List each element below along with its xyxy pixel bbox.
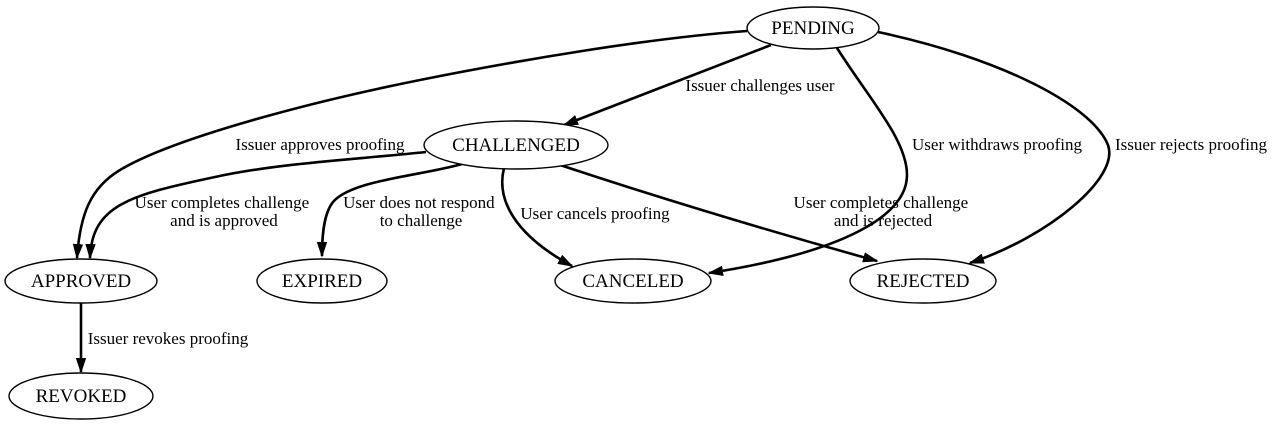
node-canceled-ellipse xyxy=(554,258,712,304)
node-canceled: CANCELED xyxy=(554,258,712,304)
edge-challenged-canceled xyxy=(501,167,574,268)
edge-challenged-approved xyxy=(85,150,427,260)
node-pending: PENDING xyxy=(746,6,880,50)
edge-label-challenged-canceled: User cancels proofing xyxy=(520,204,670,223)
edge-label-challenged-expired: User does not respond to challenge xyxy=(343,193,499,230)
node-challenged: CHALLENGED xyxy=(423,120,609,170)
edge-label-pending-approved: Issuer approves proofing xyxy=(235,135,405,154)
node-group: PENDING CHALLENGED APPROVED EXPIRED CANC… xyxy=(4,6,997,420)
edge-label-line: User completes challenge xyxy=(135,193,310,212)
node-rejected-label: REJECTED xyxy=(877,271,970,292)
node-rejected: REJECTED xyxy=(849,258,997,304)
edge-label-line: and is rejected xyxy=(834,211,933,230)
node-expired-ellipse xyxy=(256,258,388,304)
node-pending-ellipse xyxy=(746,6,880,50)
edge-label-group: Issuer challenges user Issuer approves p… xyxy=(88,76,1268,348)
edge-label-line: and is approved xyxy=(170,211,278,230)
node-expired: EXPIRED xyxy=(256,258,388,304)
edge-pending-rejected xyxy=(877,30,1111,265)
node-challenged-ellipse xyxy=(423,120,609,170)
node-approved: APPROVED xyxy=(4,258,158,304)
edge-label-line: User does not respond xyxy=(343,193,495,212)
edge-pending-challenged xyxy=(562,43,772,127)
edge-group xyxy=(72,29,1111,374)
edge-label-pending-rejected: Issuer rejects proofing xyxy=(1115,135,1268,154)
edge-label-line: to challenge xyxy=(380,211,463,230)
node-rejected-ellipse xyxy=(849,258,997,304)
edge-challenged-expired xyxy=(316,162,463,258)
edge-pending-approved xyxy=(72,29,748,260)
edge-pending-canceled xyxy=(707,47,909,276)
node-revoked-ellipse xyxy=(8,372,154,420)
edge-label-pending-canceled: User withdraws proofing xyxy=(912,135,1082,154)
edge-label-challenged-approved: User completes challenge and is approved xyxy=(135,193,314,230)
node-approved-label: APPROVED xyxy=(31,271,131,292)
edge-label-line: User completes challenge xyxy=(794,193,969,212)
node-revoked: REVOKED xyxy=(8,372,154,420)
node-challenged-label: CHALLENGED xyxy=(452,135,580,156)
node-expired-label: EXPIRED xyxy=(282,271,362,292)
node-canceled-label: CANCELED xyxy=(582,271,683,292)
node-revoked-label: REVOKED xyxy=(36,386,127,407)
edge-label-challenged-rejected: User completes challenge and is rejected xyxy=(794,193,973,230)
edge-label-approved-revoked: Issuer revokes proofing xyxy=(88,329,249,348)
node-pending-label: PENDING xyxy=(771,18,855,39)
node-approved-ellipse xyxy=(4,258,158,304)
edge-challenged-rejected xyxy=(559,163,879,263)
edge-label-pending-challenged: Issuer challenges user xyxy=(685,76,835,95)
